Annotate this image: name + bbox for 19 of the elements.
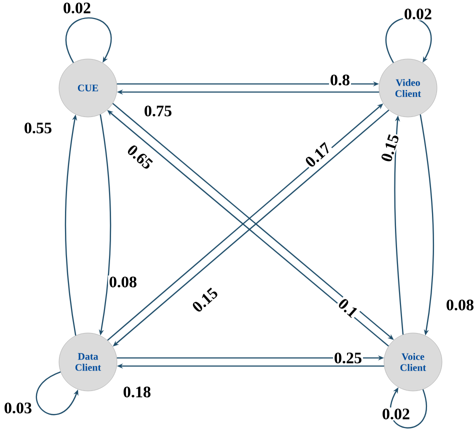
edge-label: 0.03 [3, 402, 33, 414]
edge-label: 0.8 [329, 74, 351, 86]
edge-label: 0.08 [445, 298, 474, 312]
edge-label: 0.1 [336, 296, 360, 320]
edge-label: 0.02 [62, 2, 92, 14]
arrow [36, 371, 78, 416]
edge-label: 0.75 [143, 104, 173, 118]
arrow [66, 17, 112, 63]
edge-label: 0.17 [302, 140, 334, 170]
arrow [386, 17, 432, 63]
edge-label: 0.65 [124, 142, 156, 172]
edge-label: 0.18 [122, 386, 152, 398]
edge-label: 0.02 [381, 408, 411, 420]
edge-label: 0.15 [379, 132, 401, 164]
edge-label: 0.08 [108, 276, 138, 288]
edge-label: 0.25 [333, 352, 363, 364]
edge-label: 0.15 [190, 285, 220, 315]
edge-label: 0.02 [403, 8, 433, 20]
edge-label: 0.55 [23, 122, 53, 134]
